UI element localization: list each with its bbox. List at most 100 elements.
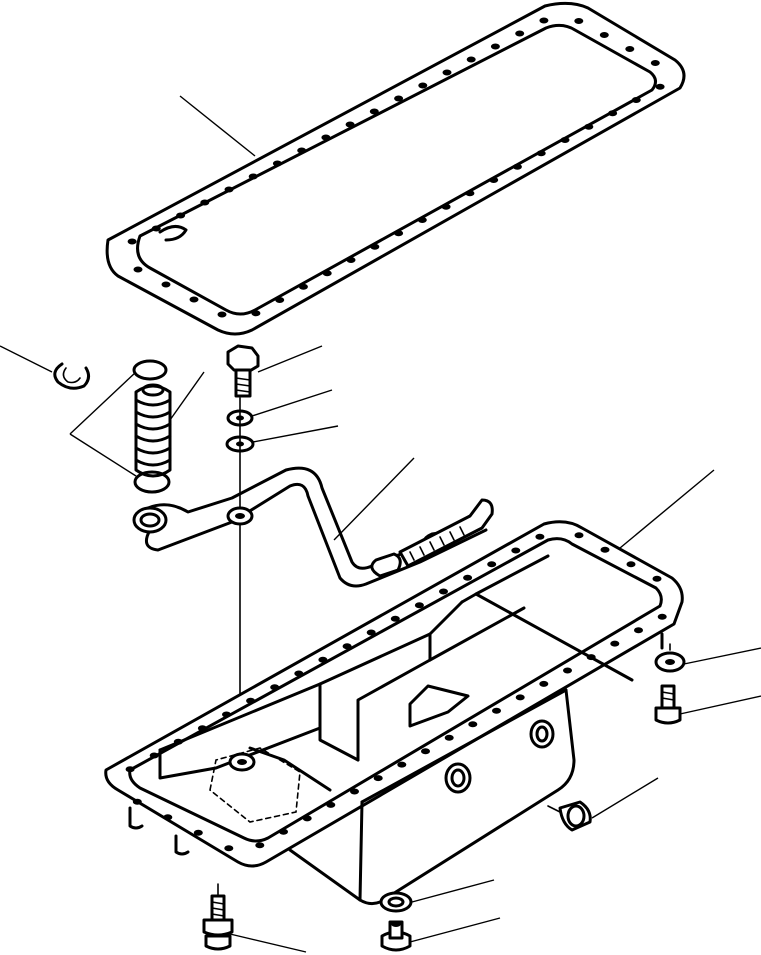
leader-oil-pan [619, 469, 715, 549]
gasket-bolt-hole [161, 281, 171, 288]
oil-pan-bolt-hole [390, 615, 400, 622]
relief-valve [134, 383, 172, 478]
oil-pan-bolt-hole [125, 766, 135, 773]
oil-pan-bolt-hole [574, 532, 584, 539]
oil-pan-bolt-hole [373, 775, 383, 782]
oil-pan-bolt-hole [492, 707, 501, 714]
leader-flat-washer [252, 425, 339, 443]
oil-pan-bolt-hole [270, 684, 280, 691]
leader-retaining-ring [0, 345, 53, 373]
gasket-bolt-hole [466, 56, 476, 63]
gasket-bolt-hole [217, 311, 227, 318]
leader-stud-bottom [229, 933, 307, 953]
gasket-bolt-hole [297, 147, 307, 154]
oil-pan-bolt-hole [586, 654, 596, 661]
oil-pan-bolt-hole [397, 761, 407, 768]
gasket-bolt-hole [625, 46, 635, 52]
oil-pan-bolt-hole [193, 829, 203, 836]
bolt-right [654, 684, 682, 725]
retaining-ring [53, 362, 91, 390]
suction-tube [132, 466, 494, 588]
drain-plug [547, 800, 592, 832]
oil-pan-bolt-hole [326, 801, 336, 808]
gasket-bolt-hole [394, 230, 404, 237]
oil-pan-bolt-hole [421, 748, 430, 755]
bolt [226, 344, 260, 398]
oil-pan-bolt-hole [439, 588, 448, 595]
oil-pan-bolt-hole [463, 574, 473, 581]
gasket-bolt-hole [608, 110, 618, 117]
oil-pan-bolt-hole [149, 752, 159, 759]
gasket-bolt-hole [417, 217, 427, 223]
oil-pan-bolt-hole [163, 814, 173, 821]
washer-right [654, 643, 686, 673]
oil-pan-bolt-hole [600, 546, 610, 553]
oil-pan-bolt-hole [414, 602, 424, 609]
gasket-bolt-hole [321, 134, 331, 141]
leader-suction-tube [333, 457, 415, 541]
oil-pan-bolt-hole [610, 640, 620, 647]
oil-pan-bolt-hole [173, 738, 183, 745]
leader-o-ring-a [69, 371, 137, 435]
oil-pan-bolt-hole [224, 845, 234, 852]
oil-pan [104, 520, 684, 906]
oil-pan-bolt-hole [318, 656, 328, 663]
gasket-bolt-hole [490, 43, 500, 50]
gasket-bolt-hole [272, 160, 282, 167]
stud-bottom [202, 883, 234, 951]
washer-bottom [379, 891, 413, 913]
gasket-bolt-hole [189, 296, 199, 303]
gasket-bolt-hole [200, 199, 210, 206]
gasket-bolt-hole [224, 186, 234, 193]
oil-pan-bolt-hole [539, 680, 549, 687]
gasket-bolt-hole [441, 203, 451, 210]
gasket-bolt-hole [298, 283, 308, 290]
oil-pan-bolt-hole [197, 725, 207, 732]
gasket-bolt-hole [536, 150, 546, 157]
gasket-bolt-hole [539, 17, 549, 24]
gasket [105, 1, 686, 336]
gasket-bolt-hole [127, 238, 137, 245]
gasket-holes [127, 17, 665, 318]
oil-pan-bolt-hole [246, 697, 256, 704]
oil-pan-bolt-hole [294, 670, 304, 677]
gasket-bolt-hole [176, 212, 186, 219]
leader-bolt-right [679, 695, 761, 715]
oil-pan-bolt-hole [634, 627, 643, 634]
gasket-bolt-hole [251, 310, 261, 317]
gasket-bolt-hole [489, 177, 499, 183]
gasket-bolt-hole [599, 32, 609, 38]
oil-pan-bolt-hole [222, 711, 231, 718]
leader-drain-plug [591, 777, 659, 819]
oil-pan-bolt-hole [302, 815, 312, 822]
oil-pan-bolt-hole [652, 575, 662, 582]
oil-pan-bolt-hole [350, 788, 359, 795]
oil-pan-bolt-hole [444, 734, 454, 741]
oil-pan-bolt-hole [515, 694, 525, 701]
leader-o-ring-b [69, 433, 137, 477]
gasket-bolt-hole [650, 60, 660, 66]
gasket-bolt-hole [151, 225, 161, 232]
oil-pan-bolt-hole [511, 547, 521, 554]
leader-washer-bottom [411, 879, 495, 903]
oil-pan-bolt-hole [132, 798, 142, 805]
oil-pan-bolt-hole [626, 561, 636, 568]
oil-pan-holes [125, 532, 667, 852]
oil-pan-bolt-hole [657, 613, 667, 620]
gasket-bolt-hole [275, 297, 285, 303]
gasket-bolt-hole [515, 30, 525, 37]
gasket-bolt-hole [655, 83, 665, 90]
oil-pan-bolt-hole [255, 842, 265, 849]
gasket-bolt-hole [560, 137, 570, 143]
gasket-bolt-hole [322, 270, 332, 277]
gasket-bolt-hole [370, 243, 380, 250]
gasket-bolt-hole [418, 82, 428, 89]
o-ring-upper [132, 359, 168, 381]
gasket-bolt-hole [345, 121, 355, 128]
gasket-bolt-hole [346, 257, 356, 263]
oil-pan-bolt-hole [563, 667, 572, 674]
leader-relief-valve [169, 371, 205, 421]
oil-pan-bolt-hole [535, 533, 545, 540]
gasket-bolt-hole [512, 163, 522, 170]
